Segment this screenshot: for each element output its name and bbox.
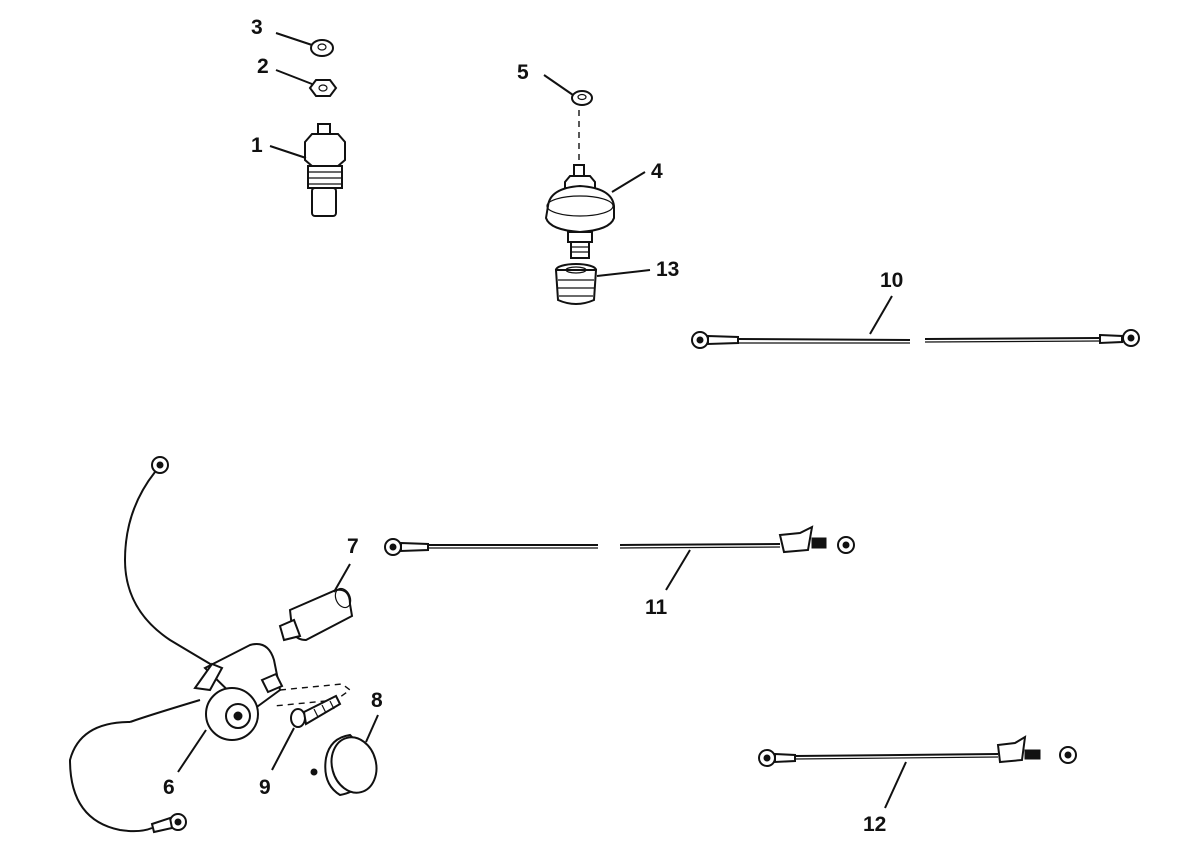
callout-labels: 3 2 1 5 4 13 10 7 11 8 6 9 12 xyxy=(163,16,903,836)
callout-9: 9 xyxy=(259,776,271,799)
part-11-harness xyxy=(384,525,855,556)
callout-2: 2 xyxy=(257,55,269,78)
callout-6: 6 xyxy=(163,776,175,799)
callout-11: 11 xyxy=(645,596,668,619)
part-8-plug xyxy=(310,733,378,797)
part-2-nut xyxy=(308,79,338,97)
part-3-nut xyxy=(310,39,334,57)
part-12-harness xyxy=(758,735,1077,767)
callout-5: 5 xyxy=(517,61,529,84)
callout-13: 13 xyxy=(656,258,679,281)
part-4-oil-pressure-sender xyxy=(544,164,615,259)
callout-7: 7 xyxy=(347,535,359,558)
part-9-screw xyxy=(290,694,342,728)
part-10-harness xyxy=(691,329,1140,349)
callout-12: 12 xyxy=(863,813,886,836)
assembly-line-9-6 xyxy=(273,683,352,707)
callout-4: 4 xyxy=(651,160,663,183)
part-6-sensor-assembly xyxy=(68,456,284,834)
callout-3: 3 xyxy=(251,16,263,39)
part-7-connector xyxy=(278,587,354,642)
callout-10: 10 xyxy=(880,269,903,292)
part-13-adapter xyxy=(554,263,598,305)
part-5-nut xyxy=(571,90,593,106)
leader-lines xyxy=(177,32,907,809)
callout-8: 8 xyxy=(371,689,383,712)
callout-1: 1 xyxy=(251,134,263,157)
part-1-temperature-sender xyxy=(304,123,346,217)
